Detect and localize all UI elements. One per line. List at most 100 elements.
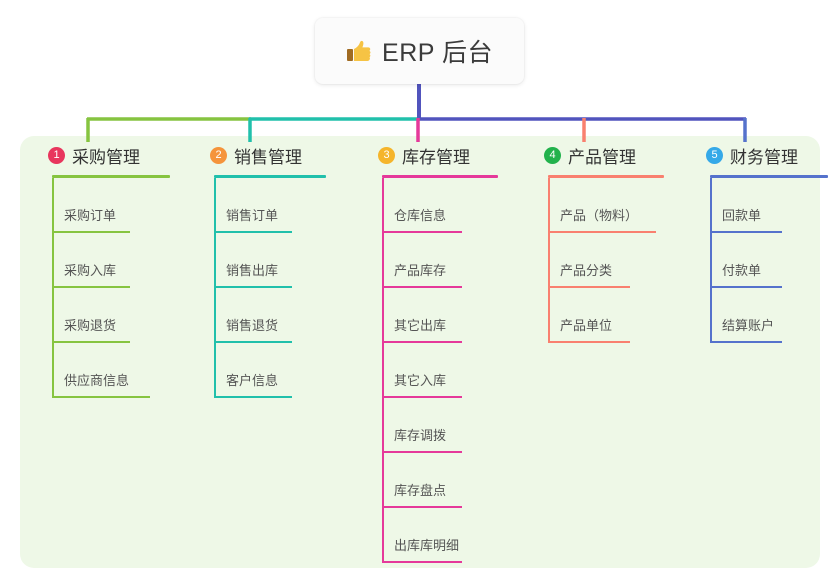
column-库存管理: 3 库存管理仓库信息产品库存其它出库其它入库库存调拨库存盘点出库库明细 bbox=[358, 142, 510, 563]
list-item[interactable]: 采购订单 bbox=[28, 178, 180, 233]
column-title: 库存管理 bbox=[402, 147, 470, 167]
list-item[interactable]: 结算账户 bbox=[686, 288, 826, 343]
list-item-label: 销售订单 bbox=[226, 208, 279, 223]
list-item[interactable]: 产品分类 bbox=[524, 233, 676, 288]
list-item-rule bbox=[382, 286, 462, 288]
column-header-rule bbox=[52, 175, 170, 178]
list-item[interactable]: 仓库信息 bbox=[358, 178, 510, 233]
column-badge-4: 4 bbox=[544, 146, 561, 164]
list-item-rule bbox=[382, 341, 462, 343]
column-badge-3: 3 bbox=[378, 146, 395, 164]
list-item-label: 供应商信息 bbox=[64, 373, 130, 388]
list-item-rule bbox=[710, 231, 782, 233]
list-item-label: 销售出库 bbox=[226, 263, 279, 278]
column-items: 销售订单销售出库销售退货客户信息 bbox=[190, 178, 342, 398]
list-item-rule bbox=[214, 396, 292, 398]
list-item-rule bbox=[382, 231, 462, 233]
column-spine bbox=[548, 178, 550, 343]
list-item[interactable]: 采购入库 bbox=[28, 233, 180, 288]
list-item-label: 其它入库 bbox=[394, 373, 447, 388]
list-item-label: 采购入库 bbox=[64, 263, 117, 278]
root-node-card[interactable]: ERP 后台 bbox=[315, 18, 524, 84]
column-title: 财务管理 bbox=[730, 147, 798, 167]
list-item-label: 回款单 bbox=[722, 208, 762, 223]
column-header-3[interactable]: 3 库存管理 bbox=[358, 142, 510, 168]
list-item[interactable]: 出库库明细 bbox=[358, 508, 510, 563]
list-item-label: 出库库明细 bbox=[394, 538, 460, 553]
column-items: 回款单付款单结算账户 bbox=[686, 178, 826, 343]
column-采购管理: 1 采购管理采购订单采购入库采购退货供应商信息 bbox=[28, 142, 180, 398]
column-销售管理: 2 销售管理销售订单销售出库销售退货客户信息 bbox=[190, 142, 342, 398]
list-item-label: 产品（物料） bbox=[560, 208, 639, 223]
list-item-label: 仓库信息 bbox=[394, 208, 447, 223]
column-财务管理: 5 财务管理回款单付款单结算账户 bbox=[686, 142, 828, 343]
root-node-title: ERP 后台 bbox=[382, 39, 493, 67]
list-item-rule bbox=[548, 286, 630, 288]
list-item-label: 结算账户 bbox=[722, 318, 775, 333]
list-item[interactable]: 产品（物料） bbox=[524, 178, 676, 233]
list-item-rule bbox=[52, 396, 150, 398]
list-item[interactable]: 销售订单 bbox=[190, 178, 342, 233]
list-item-label: 产品单位 bbox=[560, 318, 613, 333]
column-spine bbox=[710, 178, 712, 343]
list-item[interactable]: 其它入库 bbox=[358, 343, 510, 398]
list-item[interactable]: 回款单 bbox=[686, 178, 826, 233]
column-items: 仓库信息产品库存其它出库其它入库库存调拨库存盘点出库库明细 bbox=[358, 178, 510, 563]
content-panel bbox=[20, 136, 820, 568]
list-item[interactable]: 采购退货 bbox=[28, 288, 180, 343]
list-item-rule bbox=[214, 286, 292, 288]
column-header-rule bbox=[382, 175, 498, 178]
column-badge-5: 5 bbox=[706, 146, 723, 164]
column-header-rule bbox=[710, 175, 828, 178]
column-header-4[interactable]: 4 产品管理 bbox=[524, 142, 676, 168]
list-item-label: 采购退货 bbox=[64, 318, 117, 333]
column-spine bbox=[382, 178, 384, 563]
list-item-label: 产品分类 bbox=[560, 263, 613, 278]
list-item-rule bbox=[52, 341, 130, 343]
column-header-2[interactable]: 2 销售管理 bbox=[190, 142, 342, 168]
column-items: 采购订单采购入库采购退货供应商信息 bbox=[28, 178, 180, 398]
list-item[interactable]: 付款单 bbox=[686, 233, 826, 288]
list-item-label: 库存调拨 bbox=[394, 428, 447, 443]
column-badge-1: 1 bbox=[48, 146, 65, 164]
list-item-rule bbox=[548, 231, 656, 233]
column-items: 产品（物料） 产品分类产品单位 bbox=[524, 178, 676, 343]
column-header-rule bbox=[214, 175, 326, 178]
list-item[interactable]: 客户信息 bbox=[190, 343, 342, 398]
root-node-content: ERP 后台 bbox=[346, 33, 493, 69]
list-item[interactable]: 销售退货 bbox=[190, 288, 342, 343]
list-item-rule bbox=[382, 506, 462, 508]
column-title: 销售管理 bbox=[234, 147, 302, 167]
list-item-label: 销售退货 bbox=[226, 318, 279, 333]
column-header-1[interactable]: 1 采购管理 bbox=[28, 142, 180, 168]
list-item[interactable]: 库存调拨 bbox=[358, 398, 510, 453]
list-item[interactable]: 其它出库 bbox=[358, 288, 510, 343]
column-产品管理: 4 产品管理产品（物料） 产品分类产品单位 bbox=[524, 142, 676, 343]
list-item-label: 其它出库 bbox=[394, 318, 447, 333]
thumbs-up-icon bbox=[346, 38, 372, 64]
list-item-rule bbox=[382, 561, 462, 563]
list-item-label: 付款单 bbox=[722, 263, 762, 278]
list-item-rule bbox=[382, 396, 462, 398]
list-item-rule bbox=[710, 341, 782, 343]
list-item-label: 库存盘点 bbox=[394, 483, 447, 498]
column-badge-2: 2 bbox=[210, 146, 227, 164]
column-title: 产品管理 bbox=[568, 147, 636, 167]
list-item-rule bbox=[214, 231, 292, 233]
list-item[interactable]: 产品库存 bbox=[358, 233, 510, 288]
list-item-rule bbox=[382, 451, 462, 453]
list-item-rule bbox=[214, 341, 292, 343]
list-item-rule bbox=[710, 286, 782, 288]
list-item-rule bbox=[52, 286, 130, 288]
list-item[interactable]: 供应商信息 bbox=[28, 343, 180, 398]
list-item[interactable]: 产品单位 bbox=[524, 288, 676, 343]
column-spine bbox=[52, 178, 54, 398]
column-title: 采购管理 bbox=[72, 147, 140, 167]
list-item[interactable]: 库存盘点 bbox=[358, 453, 510, 508]
column-header-5[interactable]: 5 财务管理 bbox=[686, 142, 826, 168]
list-item[interactable]: 销售出库 bbox=[190, 233, 342, 288]
column-spine bbox=[214, 178, 216, 398]
column-header-rule bbox=[548, 175, 664, 178]
list-item-rule bbox=[548, 341, 630, 343]
